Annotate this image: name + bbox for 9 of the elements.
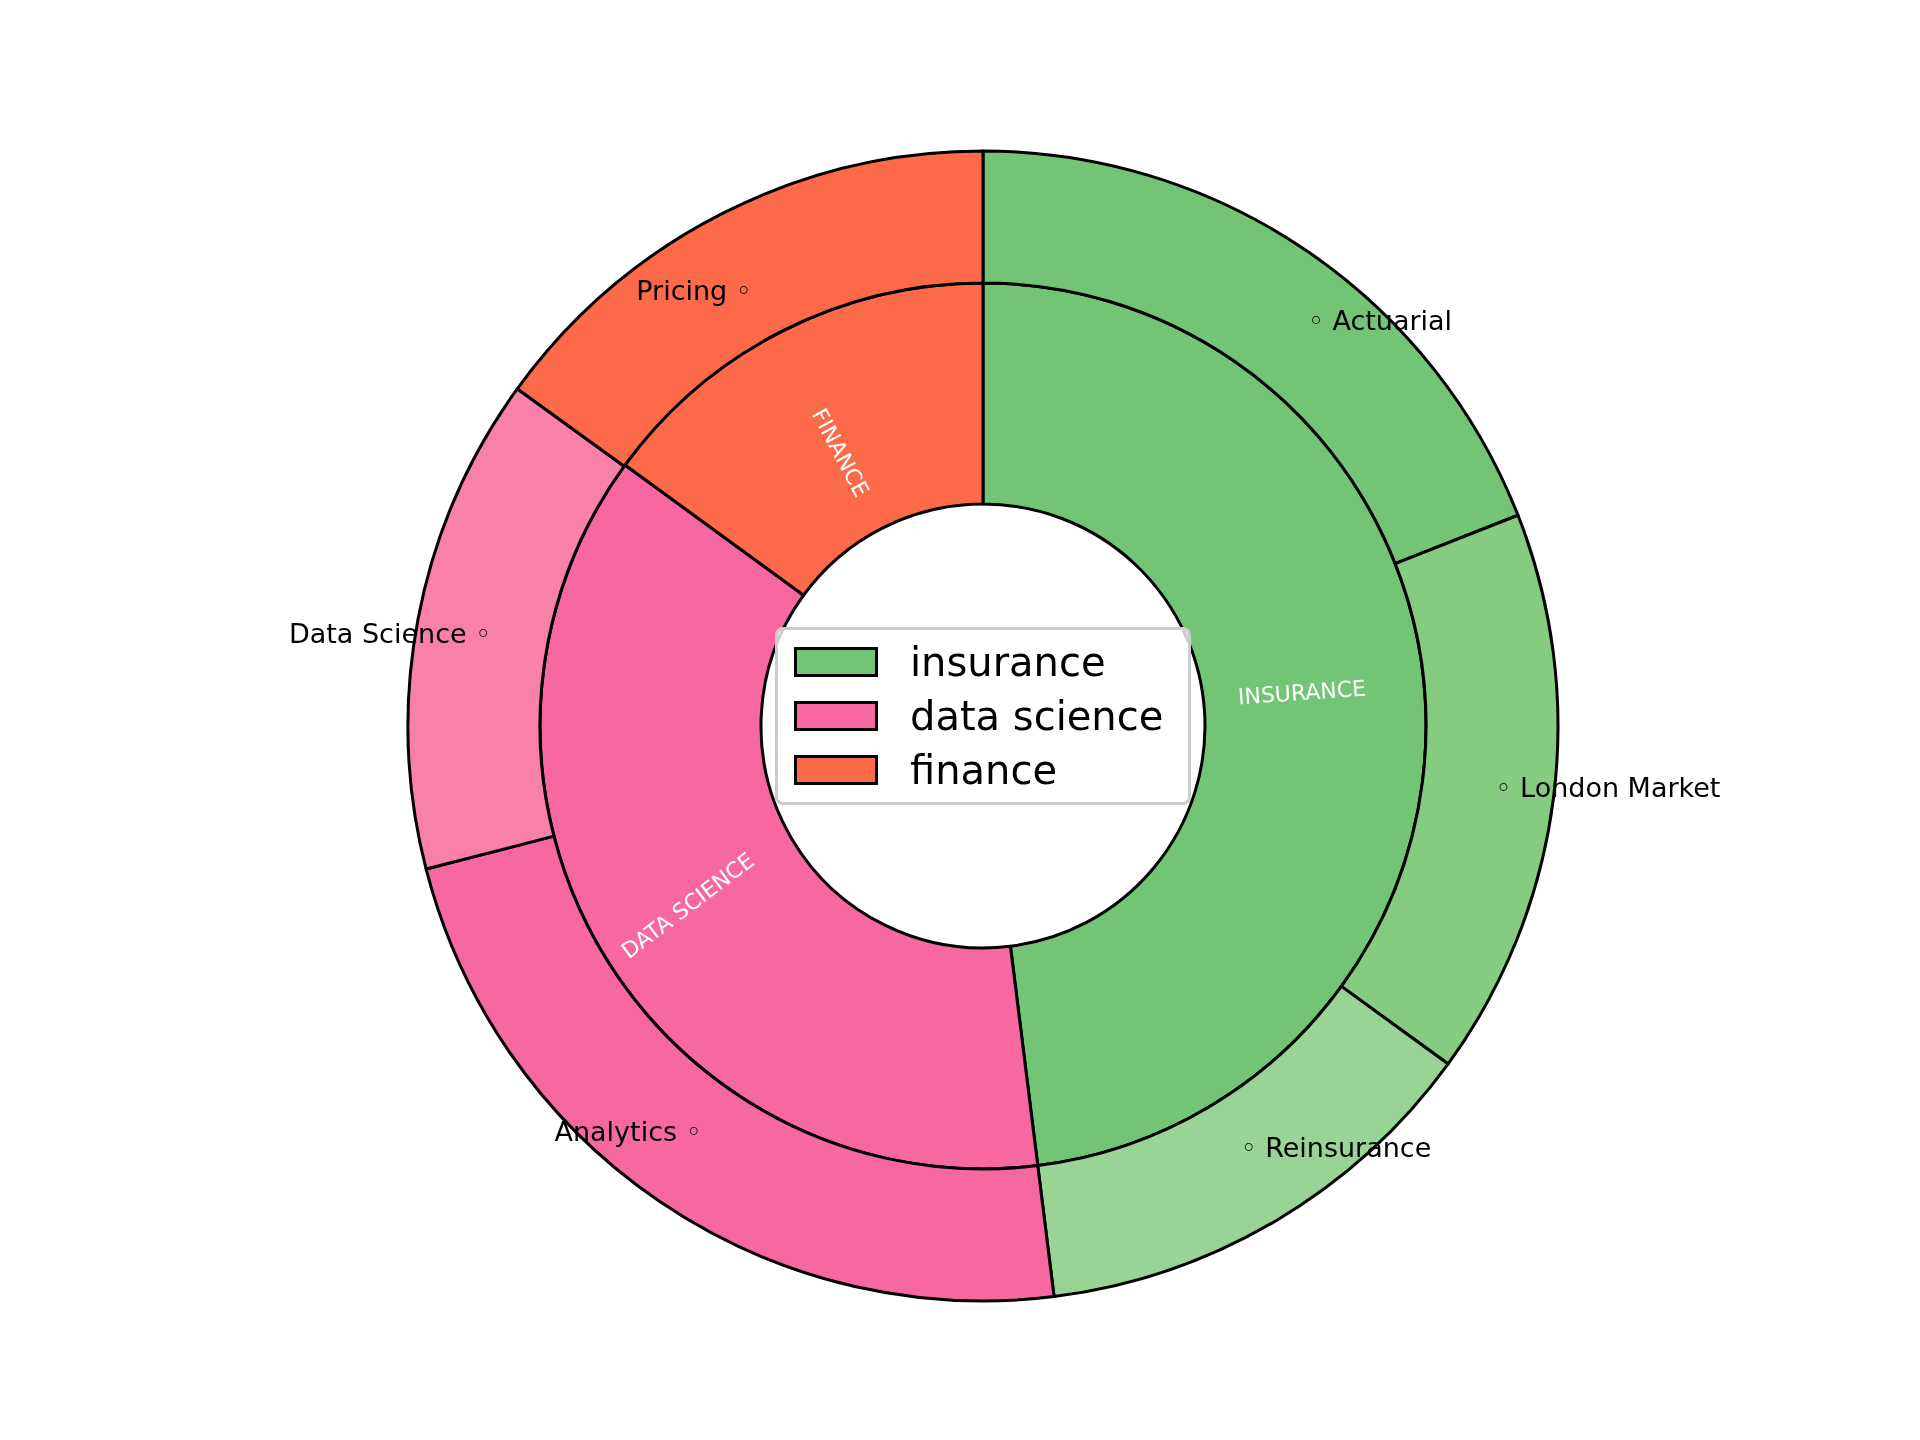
ring-segment bbox=[981, 149, 1520, 566]
segment-label: INSURANCE bbox=[1237, 677, 1367, 709]
ring-segment bbox=[1036, 984, 1450, 1299]
ring-segment bbox=[424, 834, 1056, 1303]
legend-label: finance bbox=[910, 750, 1057, 790]
legend-label: insurance bbox=[910, 642, 1106, 682]
segment-label: Pricing ◦ bbox=[636, 276, 752, 304]
segment-label: ◦ Actuarial bbox=[1307, 306, 1453, 334]
legend-label: data science bbox=[910, 696, 1164, 736]
